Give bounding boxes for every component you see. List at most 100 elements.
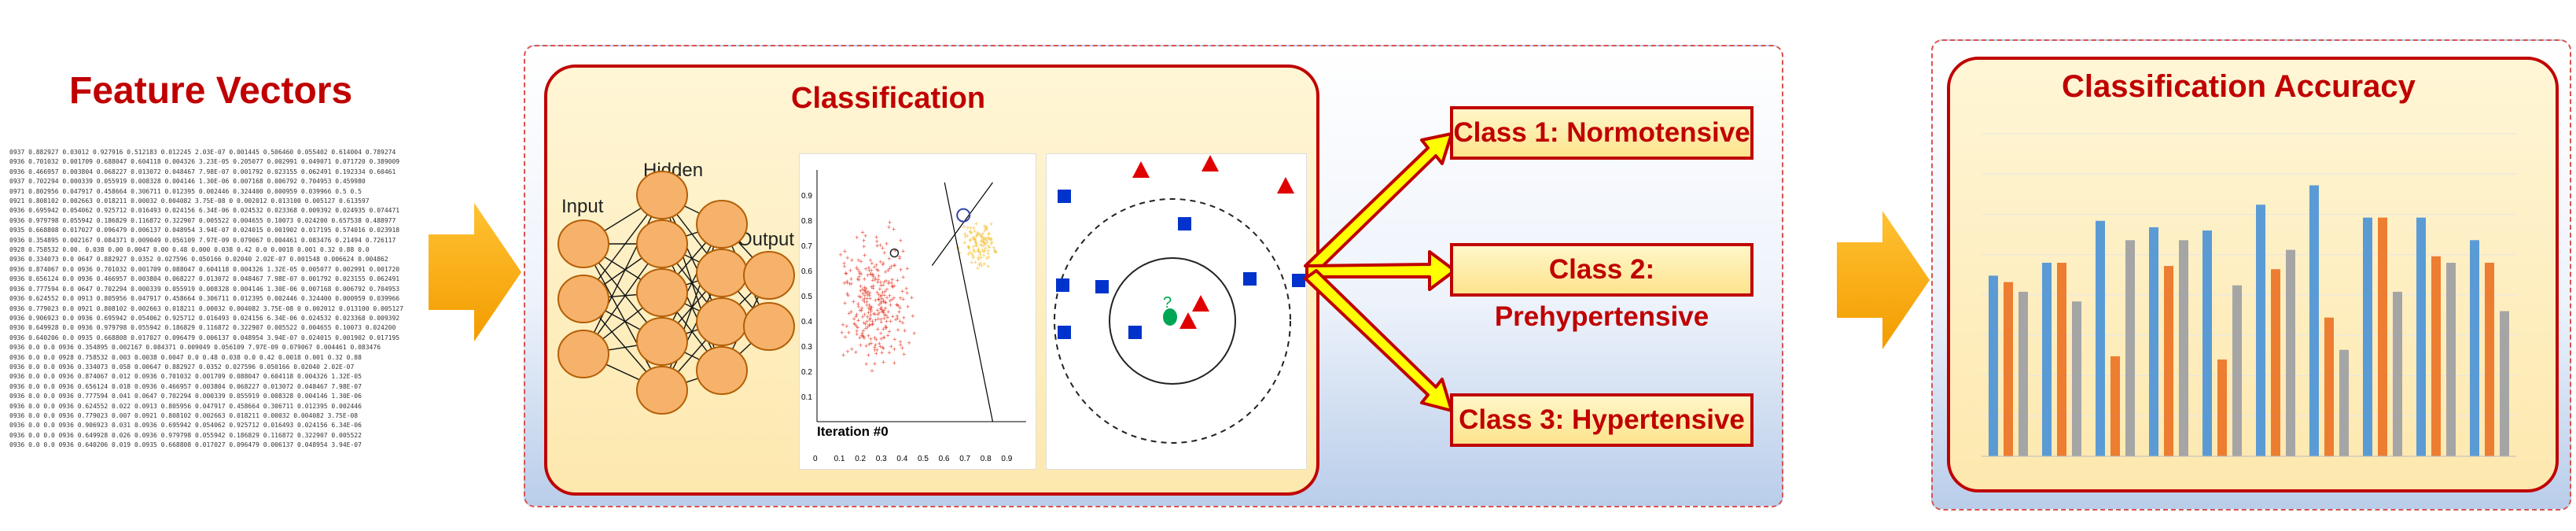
scatter-point: + — [983, 240, 987, 248]
scatter-point: + — [983, 247, 987, 255]
scatter-point: + — [988, 234, 992, 242]
scatter-point: + — [886, 308, 890, 315]
scatter-point: + — [905, 264, 909, 272]
scatter-point: + — [870, 260, 874, 267]
scatter-point: + — [847, 310, 851, 318]
scatter-point: + — [958, 249, 962, 257]
scatter-point: + — [881, 345, 885, 352]
scatter-point: + — [845, 323, 848, 330]
scatter-point: + — [901, 296, 905, 304]
scatter-point: + — [882, 334, 886, 342]
accuracy-bar — [2271, 269, 2280, 456]
accuracy-bar — [2286, 249, 2295, 456]
scatter-point: + — [975, 242, 979, 249]
scatter-point: + — [864, 342, 868, 350]
scatter-point: + — [877, 301, 881, 309]
scatter-point: + — [840, 329, 844, 337]
scatter-point: + — [977, 230, 981, 238]
scatter-point: + — [992, 244, 995, 252]
feature-vector-row: 0936 0.640206 0.0 0935 0.668808 0.017027… — [9, 334, 400, 341]
scatter-point: + — [859, 287, 863, 295]
decision-line — [944, 182, 994, 422]
accuracy-bar — [2232, 285, 2242, 456]
scatter-point: + — [843, 248, 847, 256]
scatter-point: + — [881, 334, 885, 341]
scatter-point: + — [889, 342, 893, 350]
scatter-point: + — [873, 334, 877, 342]
scatter-point: + — [859, 341, 863, 349]
scatter-point: + — [974, 219, 978, 227]
scatter-point: + — [863, 289, 867, 297]
scatter-point: + — [856, 275, 859, 283]
scatter-point: + — [842, 260, 846, 267]
scatter-point: + — [867, 321, 871, 329]
scatter-point: + — [863, 320, 867, 328]
scatter-point: + — [859, 257, 863, 265]
feature-vector-row: 0936 0.0 0.0 0936 0.656124 0.018 0.0936 … — [9, 382, 362, 390]
scatter-point: + — [859, 293, 863, 301]
scatter-point: + — [863, 287, 867, 295]
x-tick-label: 0.6 — [939, 455, 950, 463]
scatter-point: + — [875, 346, 879, 354]
scatter-point: + — [898, 304, 902, 312]
scatter-point: + — [906, 303, 910, 311]
scatter-point: + — [867, 292, 871, 300]
x-tick-label: 0.4 — [896, 455, 907, 463]
scatter-point: + — [859, 307, 863, 315]
scatter-point: + — [867, 267, 871, 275]
nn-node — [558, 275, 609, 323]
classification-title: Classification — [791, 82, 986, 115]
scatter-point: + — [879, 305, 883, 313]
feature-vector-row: 0936 0.334073 0.0 0647 0.882927 0.0352 0… — [9, 256, 388, 264]
scatter-point: + — [848, 280, 852, 288]
scatter-point: + — [889, 301, 892, 309]
scatter-point: + — [874, 336, 878, 344]
branch-arrows — [1304, 132, 1456, 412]
scatter-point: + — [863, 251, 867, 259]
arrow-to-class-1-icon — [1304, 132, 1453, 274]
feature-vector-row: 0971 0.802956 0.047917 0.458664 0.306711… — [9, 187, 362, 195]
scatter-point: + — [856, 323, 859, 331]
feature-vector-row: 0936 0.0 0.0 0936 0.906923 0.031 0.0936 … — [9, 422, 362, 430]
accuracy-bar — [2096, 220, 2105, 456]
scatter-point: + — [973, 238, 977, 246]
scatter-point: + — [971, 243, 975, 251]
scatter-point: + — [868, 294, 872, 302]
scatter-point: + — [971, 245, 975, 253]
scatter-point: + — [884, 324, 888, 332]
feature-vector-row: 0936 0.624552 0.0 0913 0.805956 0.047917… — [9, 295, 400, 303]
scatter-point: + — [879, 298, 883, 306]
scatter-point: + — [874, 275, 878, 282]
arrow-to-class-2-icon — [1305, 250, 1456, 291]
scatter-point: + — [860, 286, 864, 293]
scatter-point: + — [870, 317, 874, 325]
scatter-point: + — [966, 232, 970, 240]
scatter-point: + — [874, 349, 878, 357]
feature-vector-row: 0936 0.874067 0.0 0936 0.701032 0.001709… — [9, 265, 400, 273]
scatter-point: + — [856, 316, 860, 324]
scatter-point: + — [868, 270, 872, 278]
scatter-point: + — [887, 328, 891, 336]
nn-node — [743, 302, 795, 351]
x-tick-label: 0.1 — [834, 455, 845, 463]
scatter-point: + — [881, 260, 885, 268]
scatter-point: + — [989, 240, 993, 248]
accuracy-bar — [2072, 301, 2081, 456]
scatter-point: + — [845, 348, 849, 356]
scatter-point: + — [854, 348, 858, 356]
scatter-point: + — [882, 306, 886, 314]
scatter-point: + — [871, 282, 875, 289]
scatter-point: + — [963, 233, 967, 241]
scatter-point: + — [982, 252, 986, 260]
scatter-point: + — [895, 301, 899, 309]
neural-network-diagram: Input Hidden Output — [558, 160, 795, 415]
scatter-point: + — [883, 287, 887, 295]
scatter-point: + — [973, 227, 977, 235]
scatter-point: + — [976, 230, 980, 238]
scatter-point: + — [866, 323, 870, 331]
scatter-point: + — [901, 248, 905, 256]
scatter-point: + — [876, 276, 880, 284]
class-square-marker — [1178, 217, 1191, 230]
nn-node — [743, 251, 795, 300]
